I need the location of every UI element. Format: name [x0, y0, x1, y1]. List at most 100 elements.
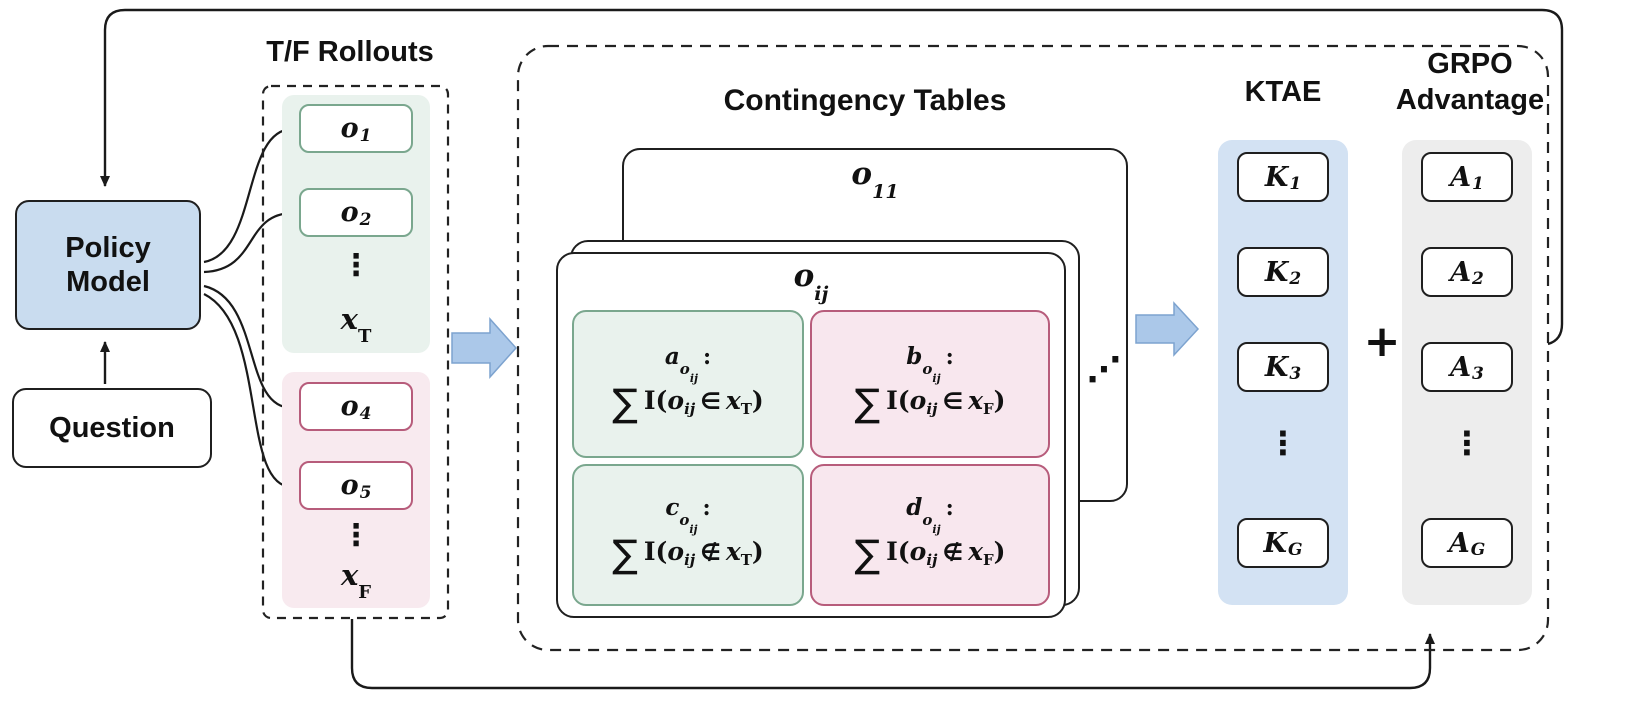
- a2-base: A: [1450, 256, 1472, 288]
- contingency-tables-title: Contingency Tables: [723, 84, 1007, 117]
- a3-sub: 3: [1472, 364, 1484, 384]
- false-set-base: x: [340, 558, 359, 592]
- question-label: Question: [49, 411, 175, 444]
- policy-to-o4-arrow: [203, 284, 293, 413]
- policy-model-label: Policy Model: [65, 231, 151, 298]
- cell-d-colon: :: [945, 495, 954, 522]
- cell-b-var: b: [906, 343, 923, 371]
- rollout-o4-base: o: [340, 391, 359, 422]
- cell-b-label: boij:: [906, 343, 953, 384]
- not-element-of-symbol: ∉: [942, 539, 964, 566]
- ktae-ellipsis: ⋮: [1267, 424, 1299, 462]
- back-card-title-base: o: [851, 156, 873, 192]
- set-sub: T: [740, 399, 752, 418]
- close-paren: ): [993, 385, 1006, 415]
- false-set-label: xF: [320, 558, 392, 603]
- front-card-title: oij: [556, 258, 1066, 305]
- kg-base: K: [1263, 527, 1287, 559]
- arg-var: o: [667, 385, 685, 415]
- sum-symbol: ∑: [854, 380, 881, 425]
- cell-c-var-sub: o: [679, 510, 690, 529]
- tables-to-ktae-block-arrow: [1135, 301, 1200, 357]
- rollout-o1-sub: 1: [359, 125, 372, 146]
- set-var: x: [968, 385, 983, 415]
- grpo-title-line2: Advantage: [1395, 84, 1545, 116]
- arg-sub: ij: [684, 399, 696, 418]
- rollout-o2-base: o: [340, 197, 359, 228]
- cell-b-var-subsub: ij: [932, 371, 941, 385]
- cell-c-var: c: [665, 494, 680, 522]
- rollout-o5-sub: 5: [359, 482, 372, 503]
- rollout-o2-sub: 2: [359, 209, 372, 230]
- set-var: x: [725, 536, 741, 566]
- arg-var: o: [909, 536, 927, 566]
- arg-sub: ij: [684, 550, 696, 569]
- cell-b-formula: ∑I(oij∈xF): [854, 381, 1005, 425]
- set-var: x: [968, 536, 983, 566]
- cell-a-colon: :: [702, 344, 712, 371]
- a3-base: A: [1450, 351, 1472, 383]
- indicator-symbol: I: [886, 536, 898, 566]
- arg-sub: ij: [926, 399, 938, 418]
- cell-a-var-subsub: ij: [689, 371, 698, 385]
- sum-symbol: ∑: [612, 531, 638, 576]
- contingency-cell-c: co ij: ∑I(oij∉xT): [572, 464, 804, 606]
- ag-sub: G: [1470, 540, 1486, 560]
- ktae-title: KTAE: [1244, 76, 1322, 108]
- grpo-ellipsis: ⋮: [1451, 424, 1483, 462]
- set-sub: F: [983, 399, 994, 418]
- cell-a-formula: ∑I(oij∈xT): [612, 381, 764, 425]
- element-of-symbol: ∈: [700, 388, 721, 415]
- a1-sub: 1: [1472, 174, 1484, 194]
- a1-base: A: [1450, 161, 1472, 193]
- open-paren: (: [655, 536, 668, 566]
- question-box: Question: [12, 388, 212, 468]
- open-paren: (: [655, 385, 668, 415]
- grpo-title-line1: GRPO: [1427, 48, 1513, 80]
- false-rollouts-ellipsis: ⋮: [341, 518, 371, 553]
- rollouts-to-tables-block-arrow: [451, 317, 518, 379]
- more-tables-ellipsis: ⋰: [1087, 350, 1121, 390]
- rollout-o5-base: o: [340, 470, 359, 501]
- indicator-symbol: I: [643, 536, 656, 566]
- k1-base: K: [1264, 161, 1289, 193]
- open-paren: (: [897, 536, 910, 566]
- cell-a-label: aoij:: [664, 343, 712, 384]
- cell-c-formula: ∑I(oij∉xT): [612, 532, 764, 576]
- arg-var: o: [909, 385, 927, 415]
- rollout-o4-sub: 4: [359, 403, 372, 424]
- indicator-symbol: I: [643, 385, 656, 415]
- cell-d-formula: ∑I(oij∉xF): [854, 532, 1005, 576]
- rollouts-dashed-box: [261, 84, 450, 620]
- k2-base: K: [1264, 256, 1289, 288]
- cell-a-var: a: [664, 343, 680, 371]
- indicator-symbol: I: [886, 385, 898, 415]
- not-element-of-symbol: ∉: [700, 539, 721, 566]
- cell-c-colon: :: [702, 495, 711, 522]
- set-sub: T: [740, 550, 752, 569]
- element-of-symbol: ∈: [942, 388, 964, 415]
- plus-sign: +: [1363, 316, 1401, 367]
- set-sub: F: [983, 550, 994, 569]
- k2-sub: 2: [1289, 269, 1302, 289]
- policy-to-o1-arrow: [203, 124, 293, 264]
- cell-b-var-sub: o: [922, 359, 933, 378]
- front-card-title-base: o: [793, 258, 815, 294]
- sum-symbol: ∑: [854, 531, 881, 576]
- cell-a-var-sub: o: [679, 359, 690, 378]
- policy-to-o2-arrow: [203, 208, 293, 274]
- true-rollouts-ellipsis: ⋮: [341, 248, 371, 283]
- set-var: x: [725, 385, 741, 415]
